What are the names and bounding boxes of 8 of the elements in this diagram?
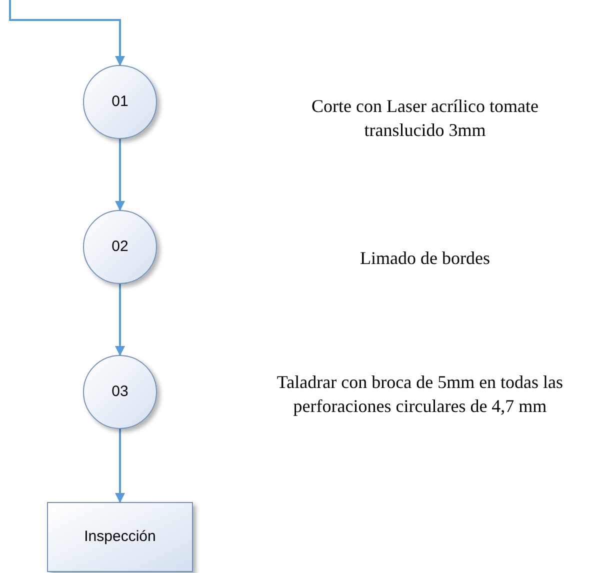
arrow [115,139,125,211]
arrow [115,429,125,503]
arrow [9,0,125,66]
step-description: Corte con Laser acrílico tomate translucido 3mm [310,95,540,142]
step-description: Limado de bordes [359,247,491,270]
inspection-box: Inspección [47,502,193,572]
step-description: Taladrar con broca de 5mm en todas las perforaciones circulares de 4,7 mm [276,371,564,418]
arrow [115,284,125,356]
